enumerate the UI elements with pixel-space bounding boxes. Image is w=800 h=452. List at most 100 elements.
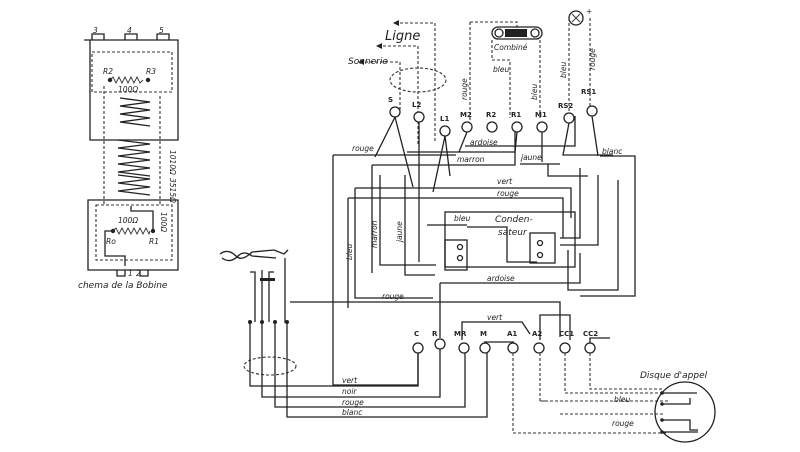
label-top-resistor-value: 100Ω [118, 85, 138, 94]
cord-wire-noir [261, 322, 441, 398]
label-rouge-m2: rouge [460, 78, 469, 100]
condenser-block: Conden- sateur bleu [427, 211, 576, 271]
capsule-left-contact [494, 28, 504, 38]
dial-contact-4 [660, 430, 664, 434]
wire-ardoise-lower [439, 253, 581, 338]
capsule-core [505, 29, 527, 37]
top-terminal-strip: S L2 L1 M2 R2 R1 M1 RS2 [388, 88, 598, 137]
terminal-label-a1: A1 [507, 330, 517, 338]
node-r3 [145, 77, 151, 83]
terminal-label-r2: R2 [486, 111, 496, 119]
label-rouge-2: rouge [497, 189, 519, 198]
label-rouge-1: rouge [352, 144, 374, 153]
label-r3: R3 [146, 67, 156, 76]
handset-cord: vert noir rouge blanc [219, 249, 488, 418]
label-bleu-rs: bleu [559, 62, 568, 78]
label-rouge-rs: rouge [588, 48, 597, 70]
coil-pin-4: 4 [127, 26, 132, 35]
label-jaune-vertical: jaune [395, 221, 404, 243]
cable-sleeve-top [389, 67, 447, 93]
cord-wire-blanc [286, 322, 488, 418]
coil-lower-frame [87, 199, 179, 271]
label-vert-1: vert [497, 177, 513, 186]
label-marron-vertical: marron [370, 220, 379, 248]
terminal-m: M [479, 330, 491, 354]
label-cord-vert: vert [342, 376, 358, 385]
dial-contact-2 [660, 402, 664, 406]
coil-upper-frame [84, 39, 179, 141]
handset-capsule: Combiné bleu bleu rouge [460, 21, 543, 120]
coil-pin-3: 3 [93, 26, 98, 35]
terminal-label-r: R [432, 330, 438, 338]
terminal-label-l2: L2 [412, 101, 421, 109]
terminal-l2: L2 [412, 101, 425, 123]
coil-top-resistor: R2 R3 100Ω [103, 67, 156, 94]
condenser-label-line2: sateur [498, 228, 528, 238]
label-ro: Ro [106, 237, 116, 246]
terminal-rs2: RS2 [558, 102, 575, 124]
terminal-label-mr: MR [454, 330, 467, 338]
coil-bottom-resistor: 100Ω Ro R1 100Ω [104, 206, 168, 266]
label-vert-2: vert [487, 313, 503, 322]
coil-bottom-pins: 1 2 [116, 269, 149, 278]
handset-contact-bar [260, 278, 275, 281]
wire-jaune-top [520, 163, 588, 177]
label-bleu-m1: bleu [530, 84, 539, 100]
terminal-label-a2: A2 [532, 330, 542, 338]
coil-schematic: 3 4 5 R2 R3 100Ω 1010Ω 3515Ω [78, 26, 179, 291]
label-cord-blanc: blanc [342, 408, 363, 417]
label-coil-value-3: 100Ω [159, 212, 168, 232]
label-r2: R2 [103, 67, 113, 76]
label-ardoise-2: ardoise [487, 274, 515, 283]
condenser-contact-1 [456, 243, 464, 251]
label-combine: Combiné [494, 43, 528, 52]
condenser-contact-4 [536, 251, 544, 259]
wire-marron-top [371, 132, 516, 273]
coil-pin-5: 5 [159, 26, 164, 35]
wire-rouge-top [332, 154, 456, 386]
handset-hook [219, 249, 289, 259]
cord-wire-rouge [274, 322, 466, 408]
coil-dashed-leads [103, 86, 161, 206]
terminal-label-cc1: CC1 [559, 330, 574, 338]
terminal-label-cc2: CC2 [583, 330, 598, 338]
label-cord-noir: noir [342, 387, 357, 396]
label-ardoise-1: ardoise [470, 138, 498, 147]
terminal-cc1: CC1 [559, 330, 574, 354]
ringer-plus-sign: + [586, 7, 592, 16]
coil-caption: chema de la Bobine [78, 281, 168, 291]
coil-pin-1: 1 [128, 269, 133, 278]
label-jaune-1: jaune [520, 153, 542, 162]
coil-upper-dashed-frame [91, 51, 173, 93]
terminal-label-m1: M1 [535, 111, 547, 119]
condenser-right-terminal-box [529, 232, 556, 264]
condenser-label-line1: Conden- [495, 215, 533, 225]
dial-label: Disque d'appel [640, 371, 708, 381]
ringer-switch: + bleu rouge [559, 7, 597, 118]
coil-windings [117, 97, 151, 196]
terminal-m1: M1 [535, 111, 548, 133]
label-bleu-combine: bleu [493, 65, 509, 74]
terminal-a1: A1 [507, 330, 519, 354]
label-marron-1: marron [457, 155, 485, 164]
terminal-label-l1: L1 [440, 115, 449, 123]
rotary-dial: Disque d'appel bleu rouge [512, 353, 716, 443]
cord-sleeve [243, 356, 297, 376]
label-bleu-vertical: bleu [345, 244, 354, 260]
capsule-right-contact [530, 28, 540, 38]
terminal-label-m: M [480, 330, 487, 338]
label-blanc-1: blanc [602, 147, 623, 156]
coil-lower-dashed-frame [95, 204, 173, 261]
terminal-l1: L1 [439, 115, 451, 137]
dial-contact-1 [660, 391, 664, 395]
terminal-m2: M2 [460, 111, 473, 133]
terminal-s: S [388, 96, 401, 118]
label-ligne: Ligne [385, 29, 420, 44]
label-r1: R1 [149, 237, 159, 246]
wire-rouge-mid [347, 197, 564, 308]
terminal-label-s: S [388, 96, 393, 104]
arrow-ligne-2 [376, 43, 382, 49]
terminal-label-rs2: RS2 [558, 102, 573, 110]
